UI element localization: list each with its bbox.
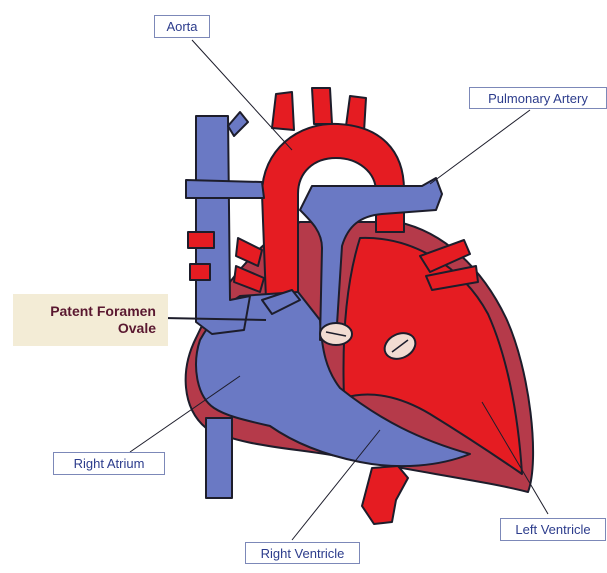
label-right-atrium: Right Atrium <box>53 452 165 475</box>
label-left-ventricle-text: Left Ventricle <box>515 523 590 536</box>
superior-vena-cava <box>196 116 250 334</box>
right-pulmonary-vein-3 <box>236 238 262 266</box>
right-pulmonary-vein-2 <box>190 264 210 280</box>
descending-aorta <box>362 466 408 524</box>
label-pfo-line2: Ovale <box>118 320 156 337</box>
label-pfo-line1: Patent Foramen <box>50 303 156 320</box>
label-pulmonary-artery: Pulmonary Artery <box>469 87 607 109</box>
label-pulmonary-artery-text: Pulmonary Artery <box>488 92 588 105</box>
pulmonary-artery-stub <box>186 180 264 198</box>
label-patent-foramen-ovale: Patent Foramen Ovale <box>13 294 168 346</box>
label-left-ventricle: Left Ventricle <box>500 518 606 541</box>
svc-branch <box>228 112 248 136</box>
label-right-ventricle-text: Right Ventricle <box>261 547 345 560</box>
pulmonary-artery-leader <box>430 110 530 184</box>
label-aorta-text: Aorta <box>166 20 197 33</box>
inferior-vena-cava <box>206 418 232 498</box>
aortic-branch-2 <box>312 88 332 124</box>
aortic-branch-1 <box>272 92 294 130</box>
label-right-ventricle: Right Ventricle <box>245 542 360 564</box>
label-aorta: Aorta <box>154 15 210 38</box>
label-right-atrium-text: Right Atrium <box>74 457 145 470</box>
right-pulmonary-vein-1 <box>188 232 214 248</box>
